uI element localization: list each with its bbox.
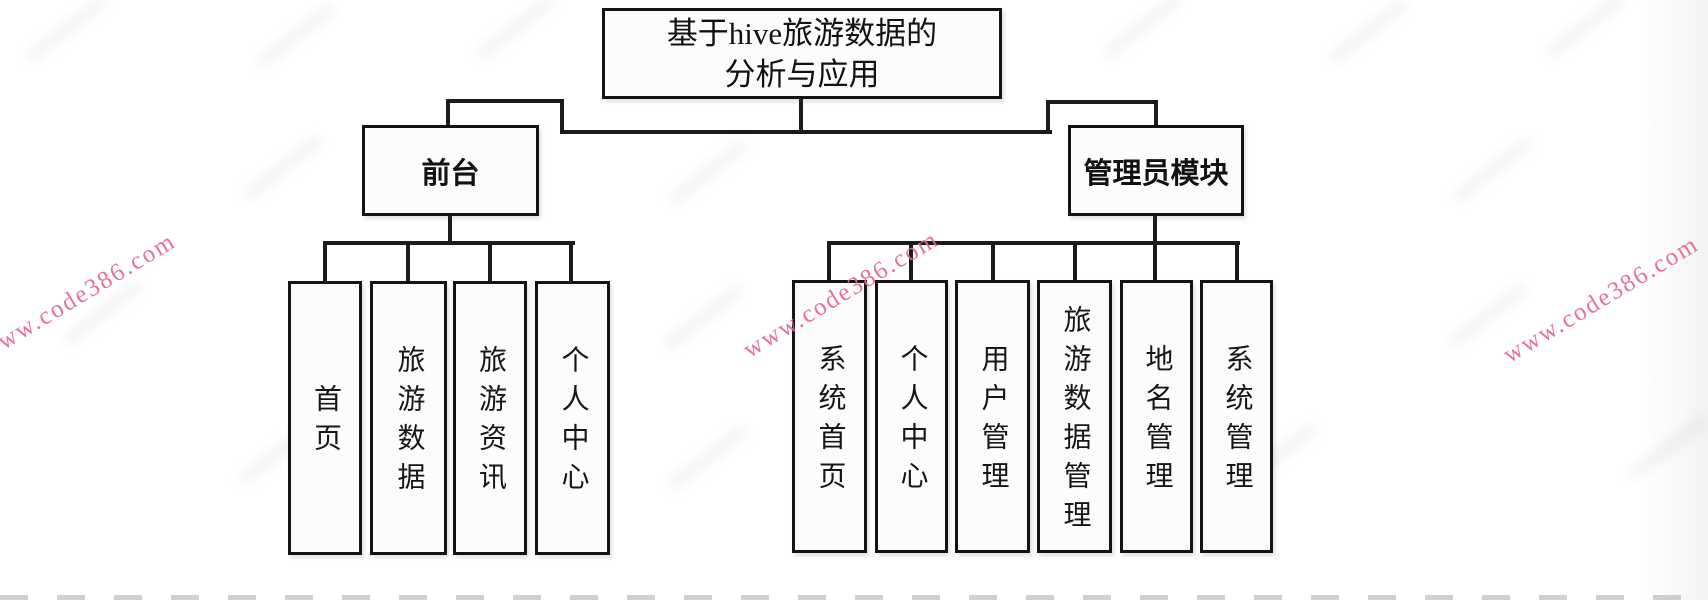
connector-main-horizontal bbox=[560, 130, 1052, 134]
leaf-node-tourism-data-management: 旅游数据管理 bbox=[1037, 280, 1112, 553]
connector-right-step-vertical bbox=[1046, 100, 1050, 134]
leaf-label: 用户管理 bbox=[977, 343, 1009, 500]
leaf-node-home: 首页 bbox=[288, 281, 362, 555]
site-watermark-text: www.code386.com bbox=[1498, 230, 1704, 369]
faint-watermark-smudge bbox=[23, 0, 109, 65]
connector-admin-top-stub bbox=[1154, 100, 1158, 128]
leaf-label: 个人中心 bbox=[557, 345, 589, 501]
leaf-node-user-management: 用户管理 bbox=[955, 280, 1030, 553]
leaf-node-personal-center: 个人中心 bbox=[535, 281, 610, 555]
connector-leaf-stub bbox=[323, 241, 327, 283]
connector-frontend-top-stub bbox=[446, 99, 450, 128]
frontend-node: 前台 bbox=[362, 125, 539, 216]
root-title-line1: 基于hive旅游数据的 bbox=[666, 15, 938, 51]
frontend-node-label: 前台 bbox=[421, 157, 480, 190]
faint-watermark-smudge bbox=[473, 0, 559, 63]
root-title-line2: 分析与应用 bbox=[724, 56, 880, 92]
leaf-node-place-name-management: 地名管理 bbox=[1120, 280, 1193, 553]
connector-leaf-stub bbox=[488, 241, 492, 283]
admin-node-label: 管理员模块 bbox=[1083, 157, 1229, 190]
leaf-label: 首页 bbox=[310, 384, 341, 462]
faint-watermark-smudge bbox=[240, 132, 326, 203]
leaf-node-admin-personal-center: 个人中心 bbox=[875, 280, 948, 553]
connector-left-step-horizontal bbox=[446, 99, 564, 103]
leaf-node-system-home: 系统首页 bbox=[792, 280, 867, 553]
faint-watermark-smudge bbox=[1325, 0, 1411, 67]
connector-leaf-stub bbox=[1153, 241, 1157, 282]
bottom-artifact-strip bbox=[0, 595, 1708, 600]
connector-leaf-stub bbox=[909, 241, 913, 282]
leaf-node-tourism-data: 旅游数据 bbox=[370, 281, 447, 555]
connector-right-step-horizontal bbox=[1046, 100, 1158, 104]
leaf-label: 系统首页 bbox=[814, 343, 846, 500]
leaf-node-system-management: 系统管理 bbox=[1200, 280, 1273, 553]
connector-left-step-vertical bbox=[560, 99, 564, 134]
leaf-label: 系统管理 bbox=[1221, 343, 1253, 500]
connector-leaf-stub bbox=[1235, 241, 1239, 282]
faint-watermark-smudge bbox=[1625, 412, 1708, 483]
leaf-label: 旅游数据 bbox=[393, 345, 425, 501]
connector-frontend-stem bbox=[448, 214, 452, 245]
connector-leaf-stub bbox=[991, 241, 995, 282]
faint-watermark-smudge bbox=[1100, 0, 1186, 61]
faint-watermark-smudge bbox=[1450, 134, 1536, 205]
connector-admin-stem bbox=[1153, 214, 1157, 245]
connector-frontend-bus bbox=[323, 241, 575, 245]
admin-node: 管理员模块 bbox=[1068, 125, 1244, 216]
connector-leaf-stub bbox=[827, 241, 831, 282]
leaf-label: 地名管理 bbox=[1141, 343, 1173, 500]
leaf-label: 旅游数据管理 bbox=[1059, 304, 1091, 539]
faint-watermark-smudge bbox=[665, 137, 751, 208]
site-watermark-text: www.code386.com bbox=[0, 227, 181, 366]
connector-root-stem bbox=[799, 97, 803, 134]
connector-admin-bus bbox=[827, 241, 1240, 245]
connector-leaf-stub bbox=[406, 241, 410, 283]
connector-leaf-stub bbox=[569, 241, 573, 283]
faint-watermark-smudge bbox=[1543, 0, 1629, 61]
leaf-label: 旅游资讯 bbox=[475, 345, 506, 501]
leaf-label: 个人中心 bbox=[896, 343, 928, 500]
connector-leaf-stub bbox=[1073, 241, 1077, 282]
faint-watermark-smudge bbox=[660, 282, 746, 353]
faint-watermark-smudge bbox=[665, 422, 751, 493]
root-node: 基于hive旅游数据的 分析与应用 bbox=[602, 8, 1002, 99]
faint-watermark-smudge bbox=[253, 0, 339, 71]
leaf-node-tourism-news: 旅游资讯 bbox=[453, 281, 527, 555]
